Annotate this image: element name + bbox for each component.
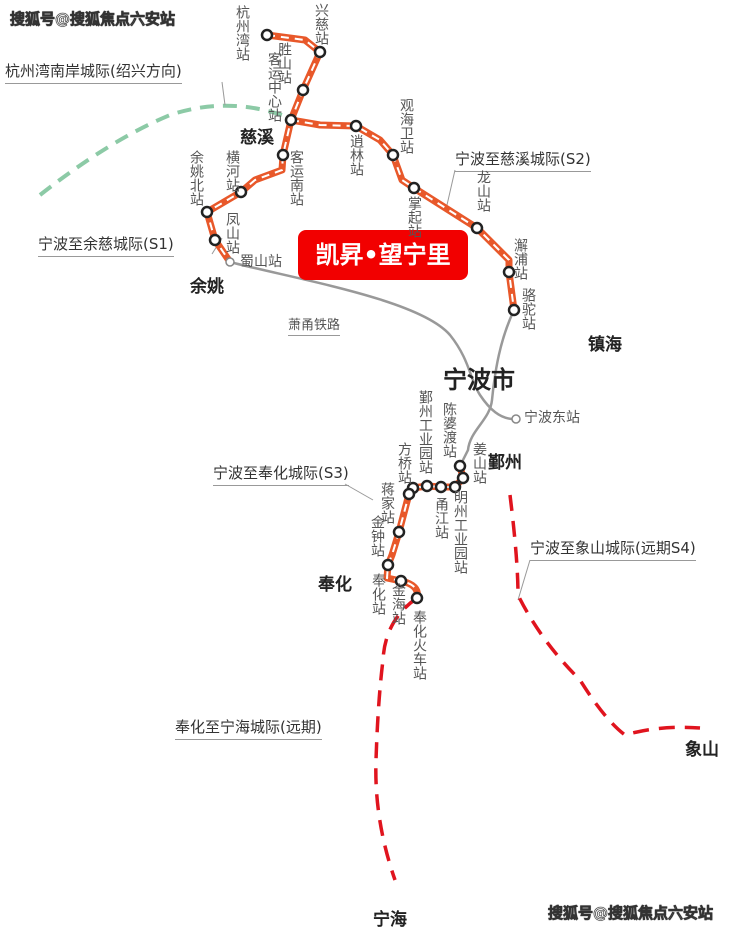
station-label: 余姚北站	[188, 150, 204, 206]
line-label-ninghai: 奉化至宁海城际(远期)	[175, 716, 322, 740]
station-label: 金海站	[390, 583, 406, 625]
line-label-s1: 宁波至余慈城际(S1)	[38, 233, 174, 257]
shaoxing-line	[38, 103, 291, 197]
station-marker	[208, 233, 222, 247]
s3-line-center	[385, 465, 465, 599]
station-label: 姜山站	[471, 442, 487, 484]
station-marker	[349, 119, 363, 133]
station-marker	[313, 45, 327, 59]
line-label-s2: 宁波至慈溪城际(S2)	[455, 148, 591, 172]
station-marker	[453, 459, 467, 473]
station-label: 客运南站	[288, 150, 304, 206]
station-marker	[386, 148, 400, 162]
place-yuyao: 余姚	[190, 277, 224, 297]
place-fenghua: 奉化	[318, 575, 352, 595]
railway-label: 萧甬铁路	[288, 314, 341, 336]
station-label: 奉化站	[370, 573, 386, 615]
station-marker	[511, 414, 521, 424]
station-label: 甬江站	[433, 497, 449, 539]
station-label: 龙山站	[475, 170, 491, 212]
fenghua-ninghai-line	[374, 596, 418, 881]
station-marker	[407, 181, 421, 195]
place-ningbo: 宁波市	[443, 366, 515, 394]
place-xiangshan: 象山	[685, 740, 719, 760]
station-label: 杭州湾站	[234, 5, 250, 61]
station-marker	[225, 257, 235, 267]
station-label: 金钟站	[369, 515, 385, 557]
station-label: 鄞州工业园站	[417, 390, 433, 474]
station-marker	[502, 265, 516, 279]
station-marker	[284, 113, 298, 127]
station-label: 澥浦站	[512, 238, 528, 280]
project-label: 凯昇•望宁里	[298, 230, 468, 280]
leader	[446, 169, 456, 206]
station-marker	[470, 221, 484, 235]
station-marker	[381, 558, 395, 572]
station-label: 胜山站	[276, 42, 292, 84]
line-label-shaoxing: 杭州湾南岸城际(绍兴方向)	[5, 60, 182, 84]
station-marker	[410, 591, 424, 605]
station-label: 观海卫站	[398, 98, 414, 154]
xiaoyong-railway	[229, 260, 513, 421]
watermark: 搜狐号@搜狐焦点六安站	[548, 904, 714, 923]
station-label: 蒋家站	[379, 482, 395, 524]
s4-line	[508, 494, 701, 737]
station-label: 方桥站	[396, 442, 412, 484]
station-label: 兴慈站	[313, 3, 329, 45]
station-label: 凤山站	[224, 212, 240, 254]
station-marker	[200, 205, 214, 219]
leader	[344, 483, 374, 501]
place-ninghai: 宁海	[373, 910, 407, 928]
station-marker	[507, 303, 521, 317]
station-label: 掌起站	[406, 196, 422, 238]
station-label: 客运中心站	[266, 52, 282, 122]
station-label: 宁波东站	[524, 410, 580, 426]
station-label: 陈婆渡站	[441, 402, 457, 458]
station-marker	[392, 525, 406, 539]
leader	[517, 559, 531, 601]
station-marker	[296, 83, 310, 97]
s2-line	[290, 116, 518, 311]
line-label-s3: 宁波至奉化城际(S3)	[213, 462, 349, 486]
station-marker	[402, 487, 416, 501]
station-label: 蜀山站	[240, 254, 282, 270]
line-label-s4: 宁波至象山城际(远期S4)	[530, 537, 696, 561]
station-marker	[434, 480, 448, 494]
station-marker	[456, 471, 470, 485]
leader	[221, 81, 226, 106]
watermark: 搜狐号@搜狐焦点六安站	[10, 10, 176, 29]
station-marker	[260, 28, 274, 42]
station-label: 奉化火车站	[411, 610, 427, 680]
station-marker	[420, 479, 434, 493]
railway-branch	[458, 309, 516, 467]
station-label: 明州工业园站	[452, 490, 468, 574]
station-marker	[448, 480, 462, 494]
station-marker	[394, 574, 408, 588]
station-marker	[276, 148, 290, 162]
station-marker	[234, 185, 248, 199]
place-cixi: 慈溪	[240, 128, 274, 148]
place-yinzhou: 鄞州	[488, 453, 522, 473]
station-label: 横河站	[224, 150, 240, 192]
station-label: 骆驼站	[520, 288, 536, 330]
place-zhenhai: 镇海	[588, 335, 622, 355]
station-label: 逍林站	[348, 134, 364, 176]
